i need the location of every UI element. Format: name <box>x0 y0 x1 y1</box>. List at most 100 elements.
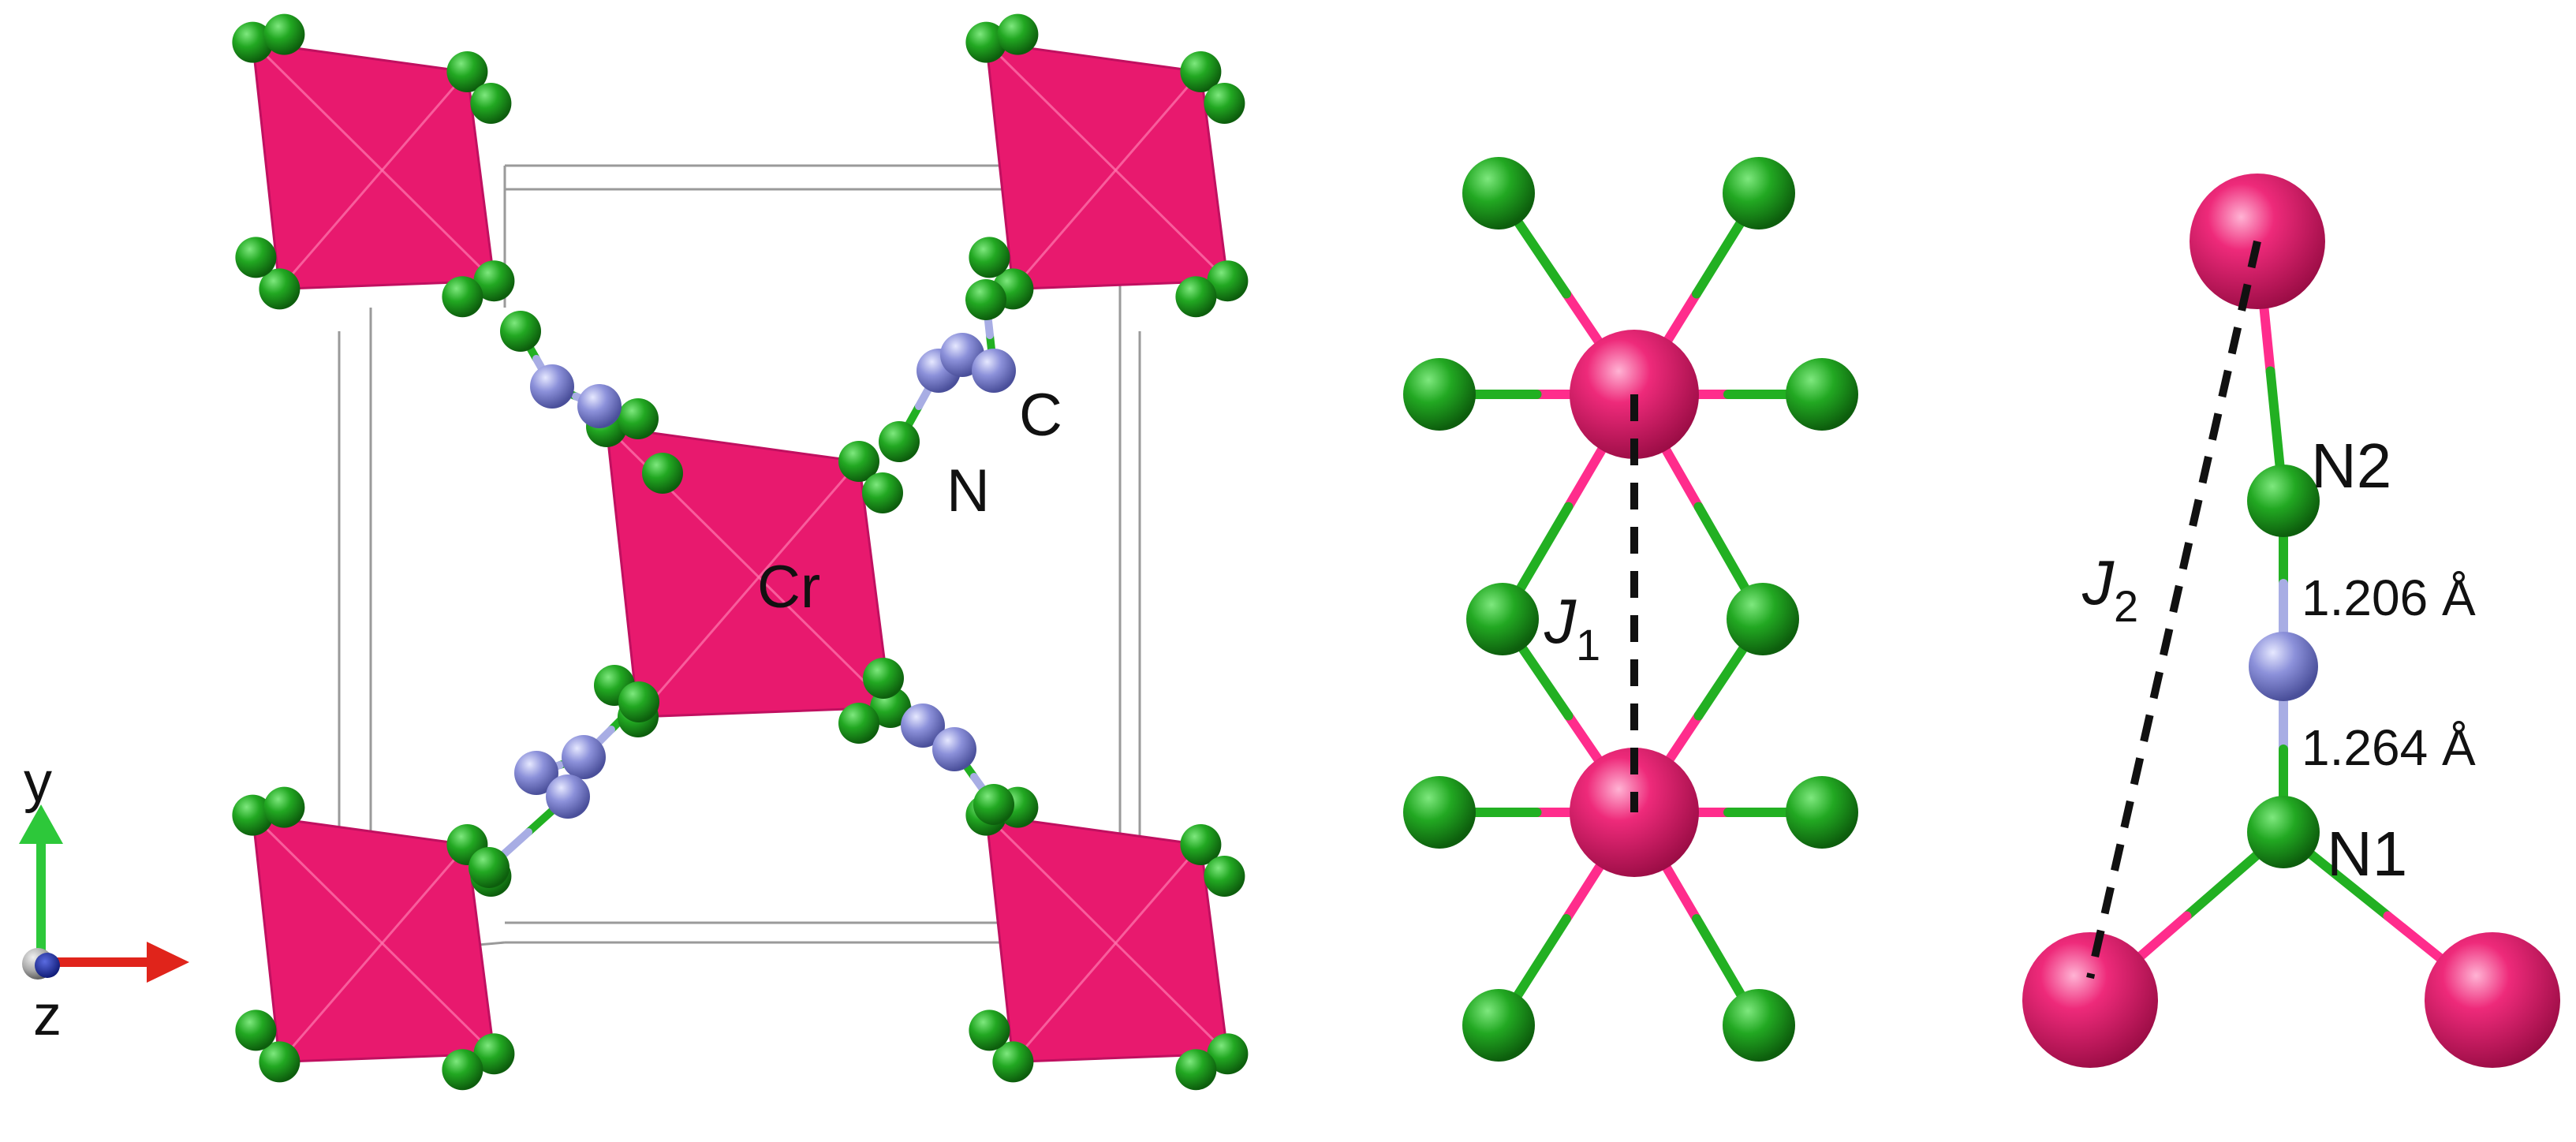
n-atom-ll-4 <box>469 847 510 888</box>
c-atom-ul-1 <box>530 364 574 409</box>
label-bond-lower: 1.264 Å <box>2302 719 2476 776</box>
n-atom-octtl-4 <box>263 13 305 55</box>
octahedra <box>251 40 1230 1063</box>
n-atom-ul-3 <box>642 453 683 494</box>
axis-z-label: z <box>33 984 62 1047</box>
n-atom-octcenter-5 <box>838 703 879 744</box>
octahedron-edge <box>985 41 1229 282</box>
n-atom-octcenter-4 <box>618 398 659 439</box>
n-atom-ur-0 <box>879 421 920 462</box>
label-cr: Cr <box>757 554 820 621</box>
c-atom-ur-3 <box>972 349 1016 393</box>
label-j1: J1 <box>1544 586 1600 670</box>
n-atom-octtl-7 <box>235 237 277 278</box>
octahedron-br <box>984 813 1230 1063</box>
j1-n-atom-7 <box>1786 776 1858 849</box>
n-atom-octbl-3 <box>259 1041 301 1083</box>
n-atom-octbl-4 <box>263 786 305 828</box>
n-atom-ll-0 <box>618 681 659 722</box>
label-j2: J2 <box>2081 547 2138 631</box>
n-atom-octtl-0 <box>232 21 274 63</box>
octahedron-edge <box>252 41 495 282</box>
c-atom-ll-1 <box>562 735 606 779</box>
j1-n-atom-8 <box>1462 989 1535 1062</box>
n-atom-octbr-3 <box>992 1041 1034 1083</box>
j2-c-atom <box>2249 632 2318 701</box>
octahedron-edge <box>252 814 495 1055</box>
octahedron-edge <box>278 71 469 290</box>
octahedron-edge <box>1012 71 1202 290</box>
n-atom-octtl-6 <box>470 83 512 124</box>
n-atom-lr-0 <box>863 658 904 699</box>
octahedron-bl <box>251 813 496 1063</box>
label-n1: N1 <box>2327 819 2407 889</box>
j2-cr-atom-left <box>2022 932 2158 1068</box>
axis-x-arrowhead <box>147 942 189 983</box>
n-atom-octtr-5 <box>1175 276 1217 318</box>
n-atom-octtl-1 <box>446 51 488 92</box>
j2-cr-atom-right <box>2425 932 2560 1068</box>
octahedron-center <box>605 425 892 718</box>
n-atom-octtr-0 <box>965 21 1007 63</box>
n-atom-octbr-6 <box>1204 856 1245 897</box>
axis-z-ball <box>35 953 60 978</box>
n-atom-octbl-2 <box>473 1033 515 1075</box>
n-atom-octtl-3 <box>259 268 301 310</box>
j1-n-atom-5 <box>1727 583 1799 655</box>
octahedron-edge <box>637 461 861 718</box>
c-atom-ll-3 <box>546 774 590 819</box>
j2-n2-atom <box>2247 465 2320 537</box>
n-atom-octtr-7 <box>969 237 1010 278</box>
label-n: N <box>946 457 990 524</box>
atoms-panel-b <box>1403 157 1858 1062</box>
n-atom-octtl-2 <box>473 260 515 302</box>
label-n2: N2 <box>2311 431 2391 501</box>
j1-n-atom-0 <box>1462 157 1535 230</box>
c-atom-lr-2 <box>932 727 976 771</box>
n-atom-octbl-0 <box>232 794 274 836</box>
n-atom-lr-3 <box>973 784 1014 825</box>
n-atom-octbl-7 <box>235 1010 277 1051</box>
n-atom-octcenter-6 <box>862 472 903 513</box>
octahedron-edge <box>985 814 1229 1055</box>
j2-exchange-path <box>2086 240 2261 980</box>
n-atom-octbr-7 <box>969 1010 1010 1051</box>
octahedron-edge <box>278 844 469 1063</box>
j2-path-panel: J2 N2 1.206 Å 1.264 Å N1 <box>2022 174 2560 1068</box>
unit-cell-panel: Cr CN y z <box>19 13 1249 1091</box>
n-atom-ur-4 <box>965 279 1006 320</box>
j1-n-atom-1 <box>1723 157 1795 230</box>
n-atom-octbr-1 <box>1180 824 1222 865</box>
j1-n-atom-6 <box>1403 776 1476 849</box>
octahedron-tr <box>984 40 1230 290</box>
octahedron-tl <box>251 40 496 290</box>
j1-n-atom-2 <box>1403 358 1476 431</box>
n-atom-octcenter-1 <box>838 441 879 482</box>
n-atom-ul-0 <box>500 311 541 352</box>
n-atom-octtl-5 <box>442 276 483 318</box>
n-atom-octtr-2 <box>1207 260 1249 302</box>
axis-y-arrowhead <box>19 804 63 844</box>
label-c: C <box>1019 382 1062 449</box>
octahedron-edge <box>1012 844 1202 1063</box>
n-atom-octbr-5 <box>1175 1049 1217 1091</box>
j2-n1-atom <box>2247 796 2320 868</box>
c-atom-ll-2 <box>514 751 558 795</box>
axes-triad: y z <box>19 751 189 1047</box>
c-atom-lr-1 <box>901 703 945 748</box>
n-atom-octbr-2 <box>1207 1033 1249 1075</box>
n-atom-octtr-1 <box>1180 51 1222 92</box>
n-atom-octtr-4 <box>997 13 1039 55</box>
n-atom-octbl-5 <box>442 1049 483 1091</box>
axis-y-label: y <box>24 751 52 814</box>
label-bond-upper: 1.206 Å <box>2302 569 2476 626</box>
c-atom-ul-2 <box>577 384 622 428</box>
atoms-panel-a <box>232 13 1249 1091</box>
j1-n-atom-3 <box>1786 358 1858 431</box>
j1-dimer-panel: J1 <box>1403 157 1858 1062</box>
j1-n-atom-9 <box>1723 989 1795 1062</box>
j1-n-atom-4 <box>1466 583 1539 655</box>
n-atom-octtr-6 <box>1204 83 1245 124</box>
